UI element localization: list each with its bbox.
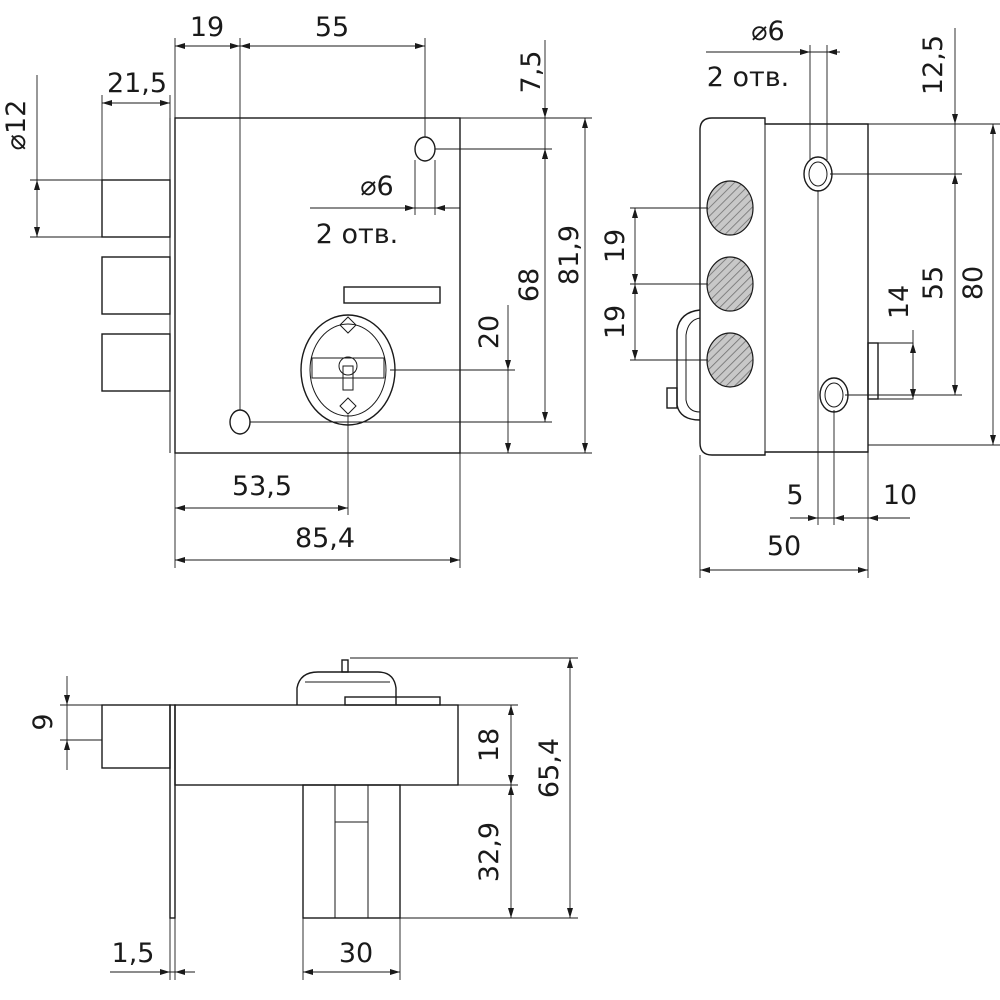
dim-d12: ⌀12 [1, 75, 102, 238]
label-68: 68 [514, 268, 545, 302]
bolt-section-middle [706, 256, 754, 312]
side-body [699, 117, 869, 456]
label-9: 9 [28, 713, 59, 730]
label-18: 18 [474, 728, 505, 762]
bottom-body [174, 704, 459, 786]
dim-19-55-top: 19 55 [174, 12, 426, 410]
key-cylinder [300, 314, 396, 426]
label-hole-d6-front: ⌀6 [360, 171, 393, 202]
label-10: 10 [883, 480, 917, 511]
label-65-4: 65,4 [534, 738, 565, 798]
side-cylinder [676, 309, 701, 421]
bottom-bracket [302, 784, 401, 919]
front-body [174, 117, 461, 454]
dim-bottom-bottom: 1,5 30 [110, 918, 401, 980]
bottom-cylinder [296, 671, 397, 705]
label-14: 14 [884, 285, 915, 319]
dim-9: 9 [28, 676, 175, 770]
label-55-top: 55 [315, 12, 349, 43]
label-hole-count-side: 2 отв. [707, 62, 790, 93]
label-85-4: 85,4 [295, 523, 355, 554]
dim-left-side: 19 19 [600, 207, 708, 361]
label-81-9: 81,9 [554, 225, 585, 285]
label-1-5: 1,5 [112, 938, 155, 969]
dim-bottom-side: 5 10 50 [699, 190, 917, 578]
mount-hole-lower [229, 409, 251, 435]
dim-21-5: 21,5 [101, 68, 171, 180]
dim-bottom-front: 53,5 85,4 [174, 415, 461, 568]
dim-right-bottom: 18 32,9 65,4 [350, 657, 578, 919]
mount-hole-upper [414, 136, 436, 162]
dim-hole-d6-front: ⌀6 2 отв. [310, 160, 460, 250]
label-55-side: 55 [918, 266, 949, 300]
side-view: ⌀6 2 отв. 12,5 55 80 14 [600, 16, 1000, 578]
label-19-side-a: 19 [600, 229, 631, 263]
side-hole-top [803, 156, 833, 192]
front-view: ⌀12 21,5 19 55 [1, 12, 592, 568]
bolt-section-top [706, 180, 754, 236]
label-5: 5 [786, 480, 803, 511]
label-53-5: 53,5 [232, 471, 292, 502]
label-20: 20 [474, 315, 505, 349]
label-50: 50 [767, 531, 801, 562]
indicator-slot [343, 286, 441, 304]
bottom-bolt [101, 704, 171, 769]
dim-right-front: 7,5 68 81,9 20 [250, 40, 592, 454]
label-19-side-b: 19 [600, 305, 631, 339]
label-12-5: 12,5 [918, 35, 949, 95]
label-d12: ⌀12 [1, 100, 32, 151]
bottom-view: 9 18 32,9 65,4 1,5 [28, 657, 578, 980]
side-latch [867, 342, 879, 400]
side-hole-bottom [819, 377, 849, 413]
label-hole-count-front: 2 отв. [316, 219, 399, 250]
bolt-bottom [101, 333, 171, 392]
label-80: 80 [958, 266, 989, 300]
dim-hole-d6-side: ⌀6 2 отв. [706, 16, 840, 160]
label-7-5: 7,5 [516, 51, 547, 94]
bolt-middle [101, 256, 171, 315]
bolt-top [101, 179, 171, 238]
label-30: 30 [339, 938, 373, 969]
label-21-5: 21,5 [107, 68, 167, 99]
dim-right-side: 12,5 55 80 14 [830, 28, 1000, 446]
label-19-top: 19 [190, 12, 224, 43]
mounting-plate [169, 704, 176, 919]
bolt-section-bottom [706, 332, 754, 388]
label-hole-d6-side: ⌀6 [751, 16, 784, 47]
label-32-9: 32,9 [474, 822, 505, 882]
